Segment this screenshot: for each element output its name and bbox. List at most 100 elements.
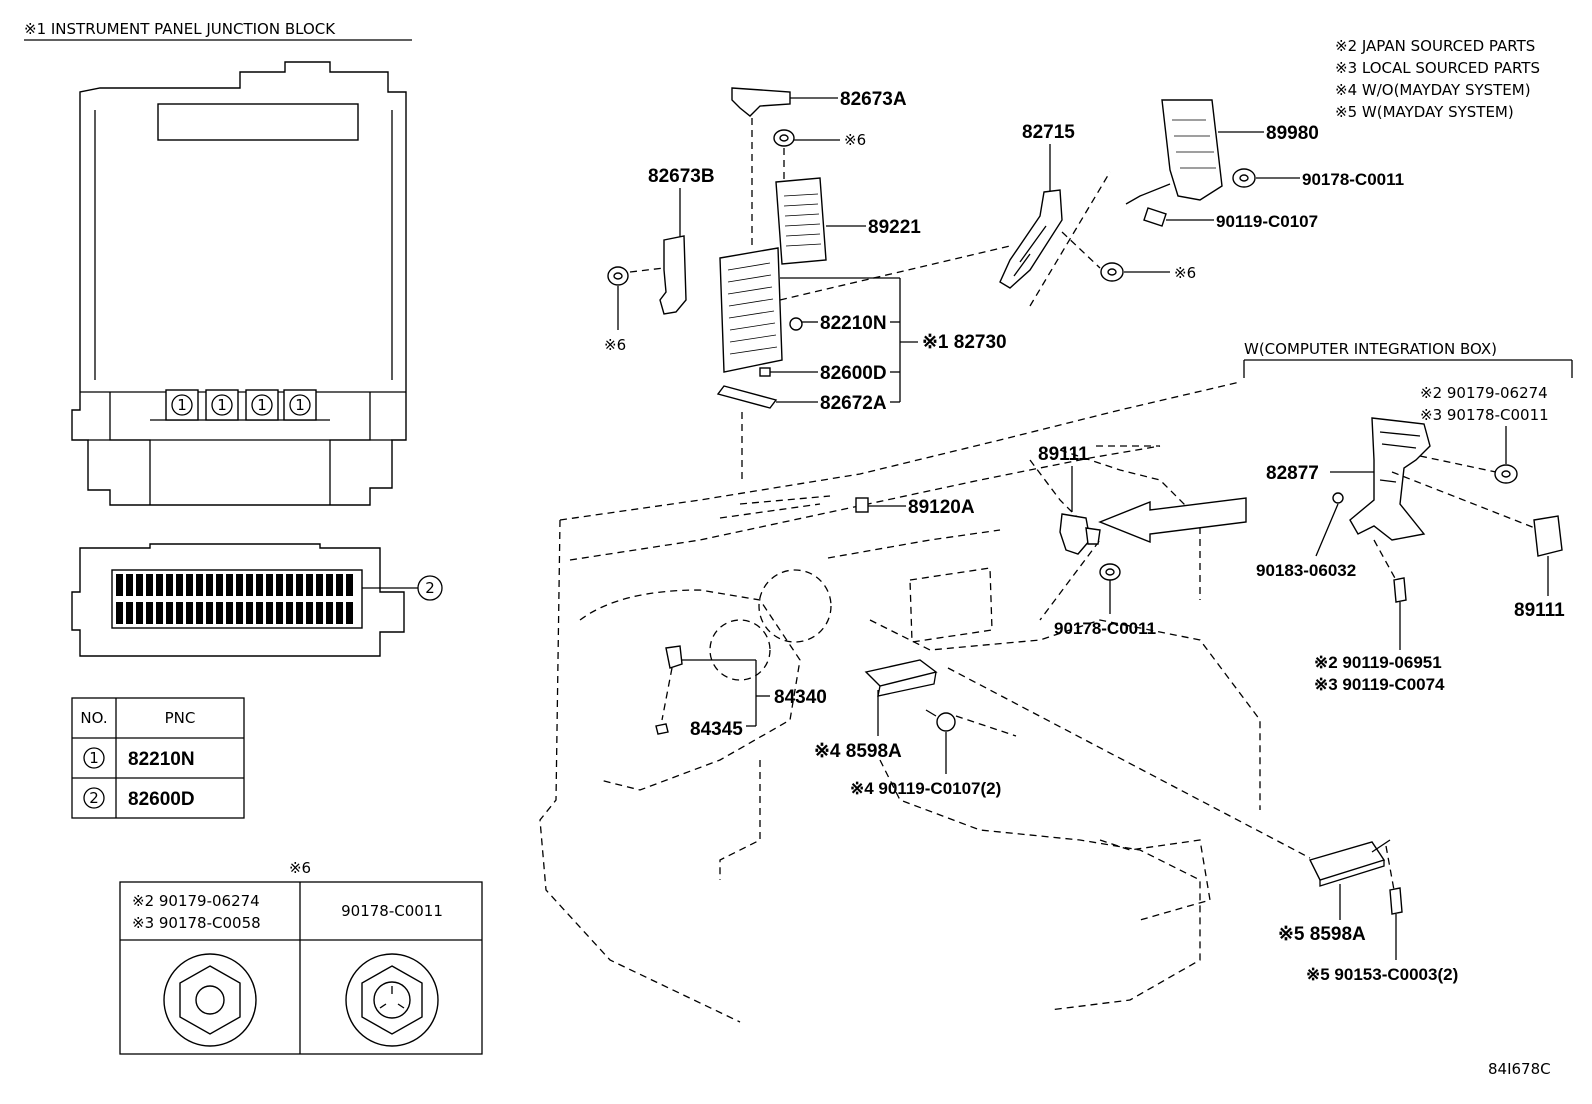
mayday-brackets: 82715 ※6 89980 90178-C0011 90119-C0107 [779,99,1404,307]
connector-pin [136,602,143,624]
connector-pin [296,602,303,624]
label-82210N: 82210N [820,313,887,334]
fuse-mark-2: 1 [217,396,227,414]
legend-item-2: ※3 LOCAL SOURCED PARTS [1335,59,1540,77]
connector-pin [306,602,313,624]
connector-pin [186,602,193,624]
mayday-module: ※5 8598A ※5 90153-C0003(2) [947,667,1458,984]
connector-mark: 2 [425,579,435,597]
label-89980: 89980 [1266,123,1319,144]
connector-pin [246,574,253,596]
nut-a-illustration [163,953,257,1047]
connector-pin [306,574,313,596]
connector-pin [256,574,263,596]
label-90119-d: ※3 90119-C0074 [1314,675,1445,694]
nut-table-title: ※6 [289,859,311,877]
drawing-reference: 84I678C [1488,1060,1551,1078]
label-89111-a: 89111 [1038,444,1089,465]
label-8598A-a: ※4 8598A [814,741,902,762]
connector-pin [226,602,233,624]
label-82672A: 82672A [820,393,887,414]
connector-pins [116,574,353,624]
junction-block-detail: ※1 INSTRUMENT PANEL JUNCTION BLOCK 1 1 1… [24,20,443,657]
label-84340: 84340 [774,687,827,708]
connector-pin [116,602,123,624]
label-90119-a: 90119-C0107 [1216,212,1318,231]
connector-pin [286,602,293,624]
pnc-header-pnc: PNC [165,709,196,727]
connector-pin [196,574,203,596]
connector-pin [156,574,163,596]
label-90153: ※5 90153-C0003(2) [1306,965,1458,984]
label-82673B: 82673B [648,166,715,187]
connector-pin [316,602,323,624]
nut-table: ※6 ※2 90179-06274 ※3 90178-C0058 90178-C… [119,859,483,1055]
label-90178-c: ※3 90178-C0011 [1420,406,1549,424]
fuse-mark-4: 1 [295,396,305,414]
connector-pin [326,574,333,596]
connector-pin [216,574,223,596]
label-84345: 84345 [690,719,743,740]
connector-pin [236,602,243,624]
connector-pin [276,602,283,624]
connector-pin [286,574,293,596]
legend: ※2 JAPAN SOURCED PARTS ※3 LOCAL SOURCED … [1335,37,1540,121]
connector-pin [336,602,343,624]
connector-pin [266,602,273,624]
pnc-row-1-no: 1 [89,749,99,767]
fuse-slots: 1 1 1 1 [165,389,317,421]
label-89120A: 89120A [908,497,975,518]
nut-col1-line1: ※2 90179-06274 [132,892,260,910]
pnc-header-no: NO. [80,709,107,727]
computer-integration-box: W(COMPUTER INTEGRATION BOX) ※2 90179-062… [1243,340,1573,694]
connector-pin [136,574,143,596]
label-89221: 89221 [868,217,921,238]
legend-item-4: ※5 W(MAYDAY SYSTEM) [1335,103,1514,121]
legend-item-3: ※4 W/O(MAYDAY SYSTEM) [1335,81,1531,99]
connector-pin [176,602,183,624]
fuse-mark-1: 1 [177,396,187,414]
connector-pin [206,602,213,624]
connector-pin [156,602,163,624]
nut-col1-line2: ※3 90178-C0058 [132,914,261,932]
nut-b-illustration [345,953,439,1047]
connector-pin [346,574,353,596]
computer-box-title: W(COMPUTER INTEGRATION BOX) [1244,340,1497,358]
connector-pin [346,602,353,624]
label-90179-c: ※2 90179-06274 [1420,384,1548,402]
connector-pin [186,574,193,596]
dashboard-parts: 89111 90178-C0011 89120A 84340 84345 ※4 … [655,444,1160,798]
pnc-table: NO. PNC 1 82210N 2 82600D [71,697,245,819]
label-82600D: 82600D [820,363,887,384]
connector-pin [276,574,283,596]
connector-pin [336,574,343,596]
label-90119-c: ※2 90119-06951 [1314,653,1442,672]
connector-pin [216,602,223,624]
connector-pin [126,574,133,596]
connector-pin [246,602,253,624]
connector-pin [126,602,133,624]
connector-pin [166,574,173,596]
label-90178-b: 90178-C0011 [1054,619,1156,638]
connector-pin [196,602,203,624]
connector-pin [256,602,263,624]
label-90183: 90183-06032 [1256,561,1356,580]
connector-pin [296,574,303,596]
connector-pin [226,574,233,596]
connector-pin [316,574,323,596]
label-90119-b: ※4 90119-C0107(2) [850,779,1001,798]
connector-pin [236,574,243,596]
pnc-row-2-no: 2 [89,789,99,807]
label-82877: 82877 [1266,463,1319,484]
connector-pin [146,602,153,624]
connector-pin [266,574,273,596]
nut-col2: 90178-C0011 [341,902,443,920]
fuse-mark-3: 1 [257,396,267,414]
connector-pin [176,574,183,596]
label-8598A-b: ※5 8598A [1278,924,1366,945]
label-n6-a: ※6 [844,131,866,149]
pnc-row-1-pnc: 82210N [128,749,195,770]
label-n6-b: ※6 [604,336,626,354]
connector-pin [166,602,173,624]
